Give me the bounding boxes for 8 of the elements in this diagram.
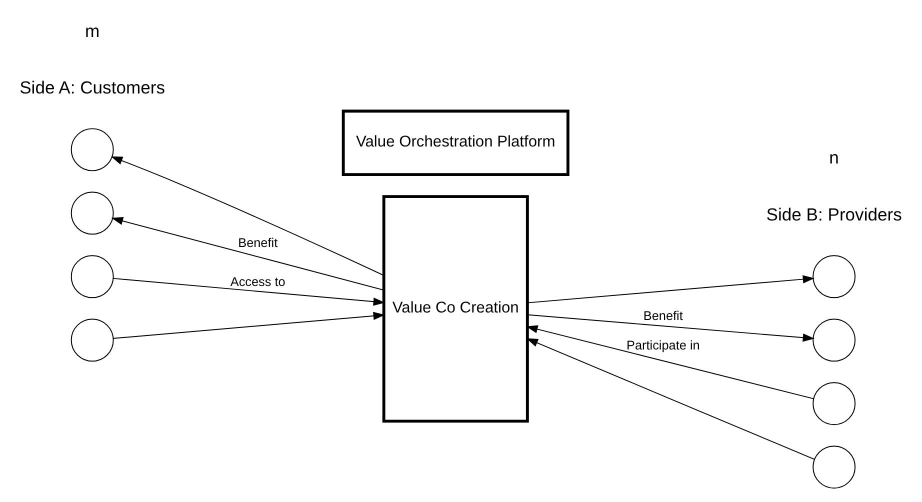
edge-label: Participate in [626,338,700,352]
label: Side B: Providers [766,204,902,224]
edge-label: Benefit [643,308,683,323]
label: n [829,147,839,168]
edge-label: Benefit [238,235,278,250]
label: m [84,20,100,40]
label: Side A: Customers [20,76,166,97]
edge-label: Access to [230,274,286,288]
